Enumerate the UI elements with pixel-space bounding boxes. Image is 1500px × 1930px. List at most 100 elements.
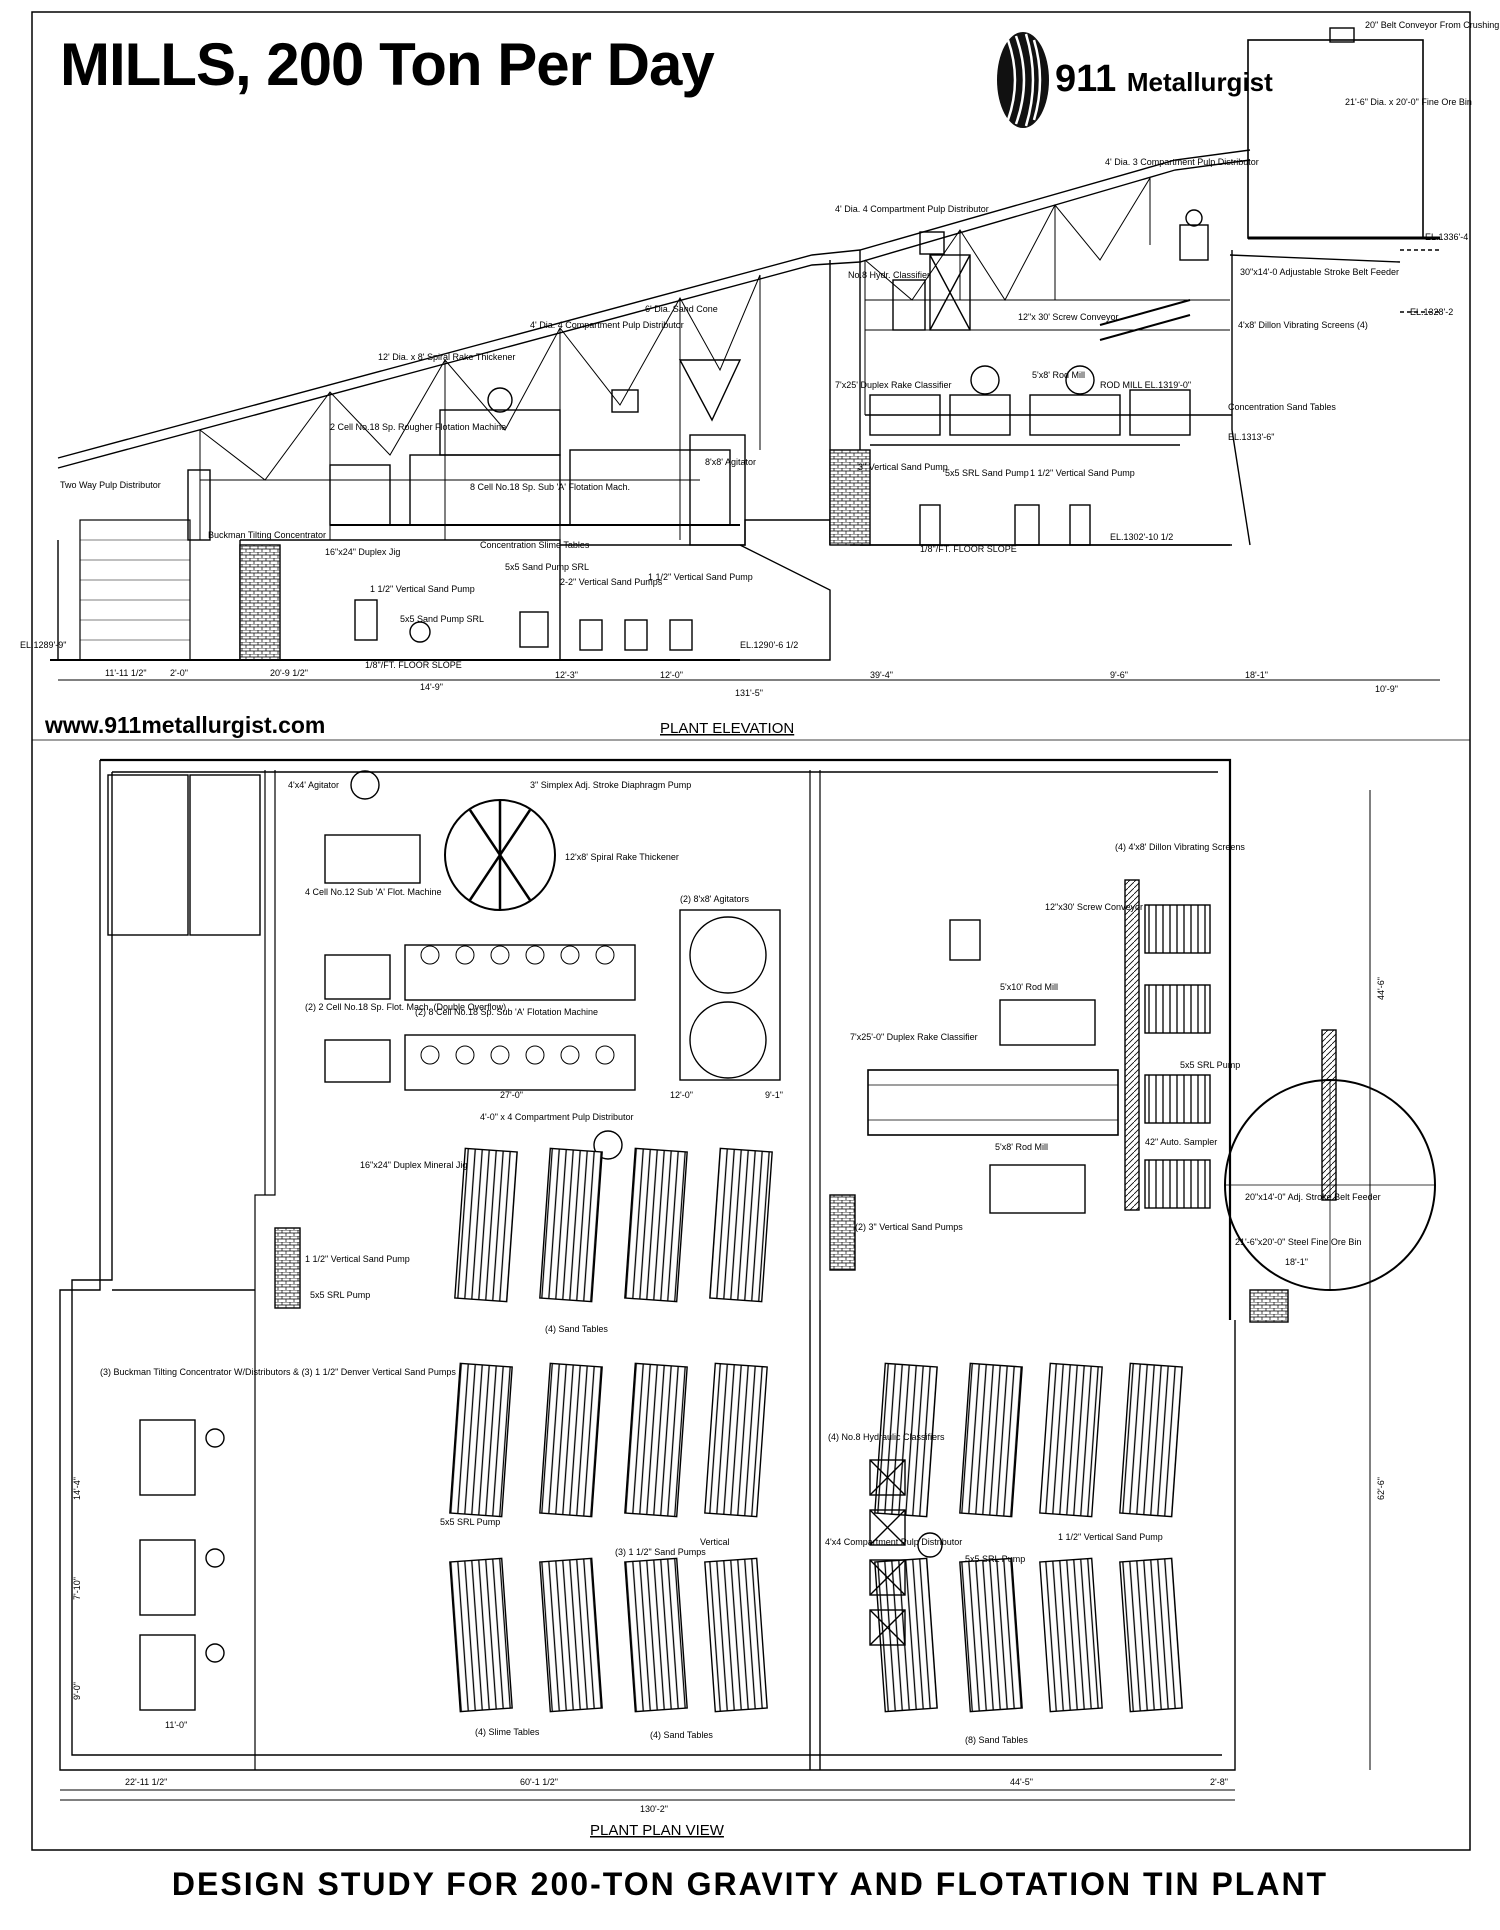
label-thickener: 12' Dia. x 8' Spiral Rake Thickener xyxy=(378,352,515,362)
plan-sampler: 42" Auto. Sampler xyxy=(1145,1137,1217,1147)
label-el-1313: EL.1313'-6" xyxy=(1228,432,1274,442)
page-frame xyxy=(31,11,1471,1851)
plan-srl-5x5: 5x5 SRL Pump xyxy=(440,1517,500,1527)
label-pulp-dist-4b: 4' Dia. 4 Compartment Pulp Distributor xyxy=(530,320,684,330)
label-vert-pump-3: 3" Vertical Sand Pump xyxy=(858,462,948,472)
label-el-1290: EL.1290'-6 1/2 xyxy=(740,640,798,650)
page-title: MILLS, 200 Ton Per Day xyxy=(60,31,715,98)
plan-srl-55: 5x5 SRL Pump xyxy=(965,1554,1025,1564)
label-vert-1h-c: 1 1/2" Vertical Sand Pump xyxy=(648,572,753,582)
plan-dim-3: 44'-5" xyxy=(1010,1777,1033,1787)
dim-5: 12'-3" xyxy=(555,670,578,680)
logo-word: Metallurgist xyxy=(1126,67,1273,97)
dim-9: 18'-1" xyxy=(1245,670,1268,680)
plan-rod-mill-b: 5'x8' Rod Mill xyxy=(995,1142,1048,1152)
plan-thickener: 12'x8' Spiral Rake Thickener xyxy=(565,852,679,862)
plan-diaphragm: 3" Simplex Adj. Stroke Diaphragm Pump xyxy=(530,780,691,790)
label-duplex-jig: 16"x24" Duplex Jig xyxy=(325,547,400,557)
dim-6: 12'-0" xyxy=(660,670,683,680)
label-el-1328: EL.1328'-2 xyxy=(1410,307,1453,317)
plan-dim-2: 60'-1 1/2" xyxy=(520,1777,558,1787)
plant-elevation xyxy=(50,27,1440,681)
plan-agitators-2: (2) 8'x8' Agitators xyxy=(680,894,749,904)
plan-pulp-dist: 4'-0" x 4 Compartment Pulp Distributor xyxy=(480,1112,633,1122)
plan-sand-tables-8: (8) Sand Tables xyxy=(965,1735,1028,1745)
plan-agitator: 4'x4' Agitator xyxy=(288,780,339,790)
plan-dim-6: 27'-0" xyxy=(500,1090,523,1100)
label-el-1336: EL.1336'-4 xyxy=(1425,232,1468,242)
plan-belt-feeder: 20"x14'-0" Adj. Stroke Belt Feeder xyxy=(1245,1192,1381,1202)
label-srl-5x5a: 5x5 SRL Sand Pump xyxy=(945,468,1029,478)
plan-sand-tables-4b: (4) Sand Tables xyxy=(650,1730,713,1740)
elevation-caption: PLANT ELEVATION xyxy=(660,720,794,737)
label-screw-conveyor: 12"x 30' Screw Conveyor xyxy=(1018,312,1118,322)
footer-caption: DESIGN STUDY FOR 200-TON GRAVITY AND FLO… xyxy=(171,1866,1329,1902)
dim-4: 14'-9" xyxy=(420,682,443,692)
plan-srl-pump: 5x5 SRL Pump xyxy=(310,1290,370,1300)
label-vib-screens: 4'x8' Dillon Vibrating Screens (4) xyxy=(1238,320,1368,330)
plan-cell4: 4 Cell No.12 Sub 'A' Flot. Machine xyxy=(305,887,442,897)
label-fine-ore-bin: 21'-6" Dia. x 20'-0" Fine Ore Bin xyxy=(1345,97,1472,107)
label-conc-sand-tables: Concentration Sand Tables xyxy=(1228,402,1336,412)
label-sand-cone: 6' Dia. Sand Cone xyxy=(645,304,718,314)
plan-dim-4: 2'-8" xyxy=(1210,1777,1228,1787)
plan-dim-14: 14'-4" xyxy=(72,1477,82,1500)
plan-dim-8: 9'-1" xyxy=(765,1090,783,1100)
plan-rake-class: 7'x25'-0" Duplex Rake Classifier xyxy=(850,1032,978,1042)
website-url: www.911metallurgist.com xyxy=(45,712,326,738)
dim-8: 9'-6" xyxy=(1110,670,1128,680)
label-belt-feeder: 30"x14'-0 Adjustable Stroke Belt Feeder xyxy=(1240,267,1399,277)
dim-7: 39'-4" xyxy=(870,670,893,680)
logo-number: 911 xyxy=(1055,58,1117,100)
plan-screw-conv: 12"x30' Screw Conveyor xyxy=(1045,902,1143,912)
plan-steel-bin: 21'-6"x20'-0" Steel Fine Ore Bin xyxy=(1235,1237,1361,1247)
label-two-way: Two Way Pulp Distributor xyxy=(60,480,161,490)
logo-text: 911 Metallurgist xyxy=(1055,58,1273,101)
plan-vert-pump-1h: 1 1/2" Vertical Sand Pump xyxy=(305,1254,410,1264)
label-floor-slope-2: 1/8"/FT. FLOOR SLOPE xyxy=(365,660,462,670)
dim-1: 11'-11 1/2" xyxy=(105,668,147,678)
label-srl-5x5c: 5x5 Sand Pump SRL xyxy=(505,562,589,572)
plan-rod-mill-a: 5'x10' Rod Mill xyxy=(1000,982,1058,992)
plan-vert-pumps-2: (2) 3" Vertical Sand Pumps xyxy=(855,1222,963,1232)
label-el-1289: EL.1289'-9" xyxy=(20,640,66,650)
plan-hyd-class: (4) No.8 Hydraulic Classifiers xyxy=(828,1432,945,1442)
label-flot-8cell: 8 Cell No.18 Sp. Sub 'A' Flotation Mach. xyxy=(470,482,630,492)
label-agitator: 8'x8' Agitator xyxy=(705,457,756,467)
dim-3: 20'-9 1/2" xyxy=(270,668,308,678)
plan-cell8: (2) 8 Cell No.18 Sp. Sub 'A' Flotation M… xyxy=(415,1007,598,1017)
dim-11: 131'-5" xyxy=(735,688,763,698)
plan-dim-13: 7'-10" xyxy=(72,1577,82,1600)
dim-10: 10'-9" xyxy=(1375,684,1398,694)
plan-caption: PLANT PLAN VIEW xyxy=(590,1822,725,1839)
label-vert-pump-1hb: 1 1/2" Vertical Sand Pump xyxy=(370,584,475,594)
plan-vert-1h-b: 1 1/2" Vertical Sand Pump xyxy=(1058,1532,1163,1542)
plan-dim-5: 130'-2" xyxy=(640,1804,668,1814)
label-rougher: 2 Cell No.18 Sp. Rougher Flotation Machi… xyxy=(330,422,506,432)
plan-vertical: Vertical xyxy=(700,1537,730,1547)
label-belt-conveyor: 20" Belt Conveyor From Crushing Plant xyxy=(1365,20,1500,30)
logo-icon xyxy=(997,32,1049,128)
plan-vert-3-1h: (3) 1 1/2" Sand Pumps xyxy=(615,1547,706,1557)
label-hydr-classifier: No.8 Hydr. Classifier xyxy=(848,270,930,280)
plan-dim-10: 44'-6" xyxy=(1376,977,1386,1000)
label-el-1319: ROD MILL EL.1319'-0" xyxy=(1100,380,1191,390)
label-pulp-dist-4a: 4' Dia. 4 Compartment Pulp Distributor xyxy=(835,204,989,214)
plant-plan-view xyxy=(59,758,1436,1801)
plan-dim-1: 22'-11 1/2" xyxy=(125,1777,167,1787)
plan-dim-9: 18'-1" xyxy=(1285,1257,1308,1267)
plan-dim-15: 11'-0" xyxy=(165,1720,187,1730)
dim-2: 2'-0" xyxy=(170,668,188,678)
plan-buckman: (3) Buckman Tilting Concentrator W/Distr… xyxy=(100,1367,456,1377)
plan-vib-screens: (4) 4'x8' Dillon Vibrating Screens xyxy=(1115,842,1245,852)
label-buckman: Buckman Tilting Concentrator xyxy=(208,530,326,540)
plan-pulp-dist-b: 4'x4 Compartment Pulp Distributor xyxy=(825,1537,962,1547)
label-vert-pump-1h: 1 1/2" Vertical Sand Pump xyxy=(1030,468,1135,478)
label-rake-classifier: 7'x25' Duplex Rake Classifier xyxy=(835,380,952,390)
plan-dim-12: 9'-0" xyxy=(72,1682,82,1700)
label-srl-5x5b: 5x5 Sand Pump SRL xyxy=(400,614,484,624)
label-slime-tables: Concentration Slime Tables xyxy=(480,540,590,550)
plan-dim-11: 62'-6" xyxy=(1376,1477,1386,1500)
label-el-1302: EL.1302'-10 1/2 xyxy=(1110,532,1173,542)
